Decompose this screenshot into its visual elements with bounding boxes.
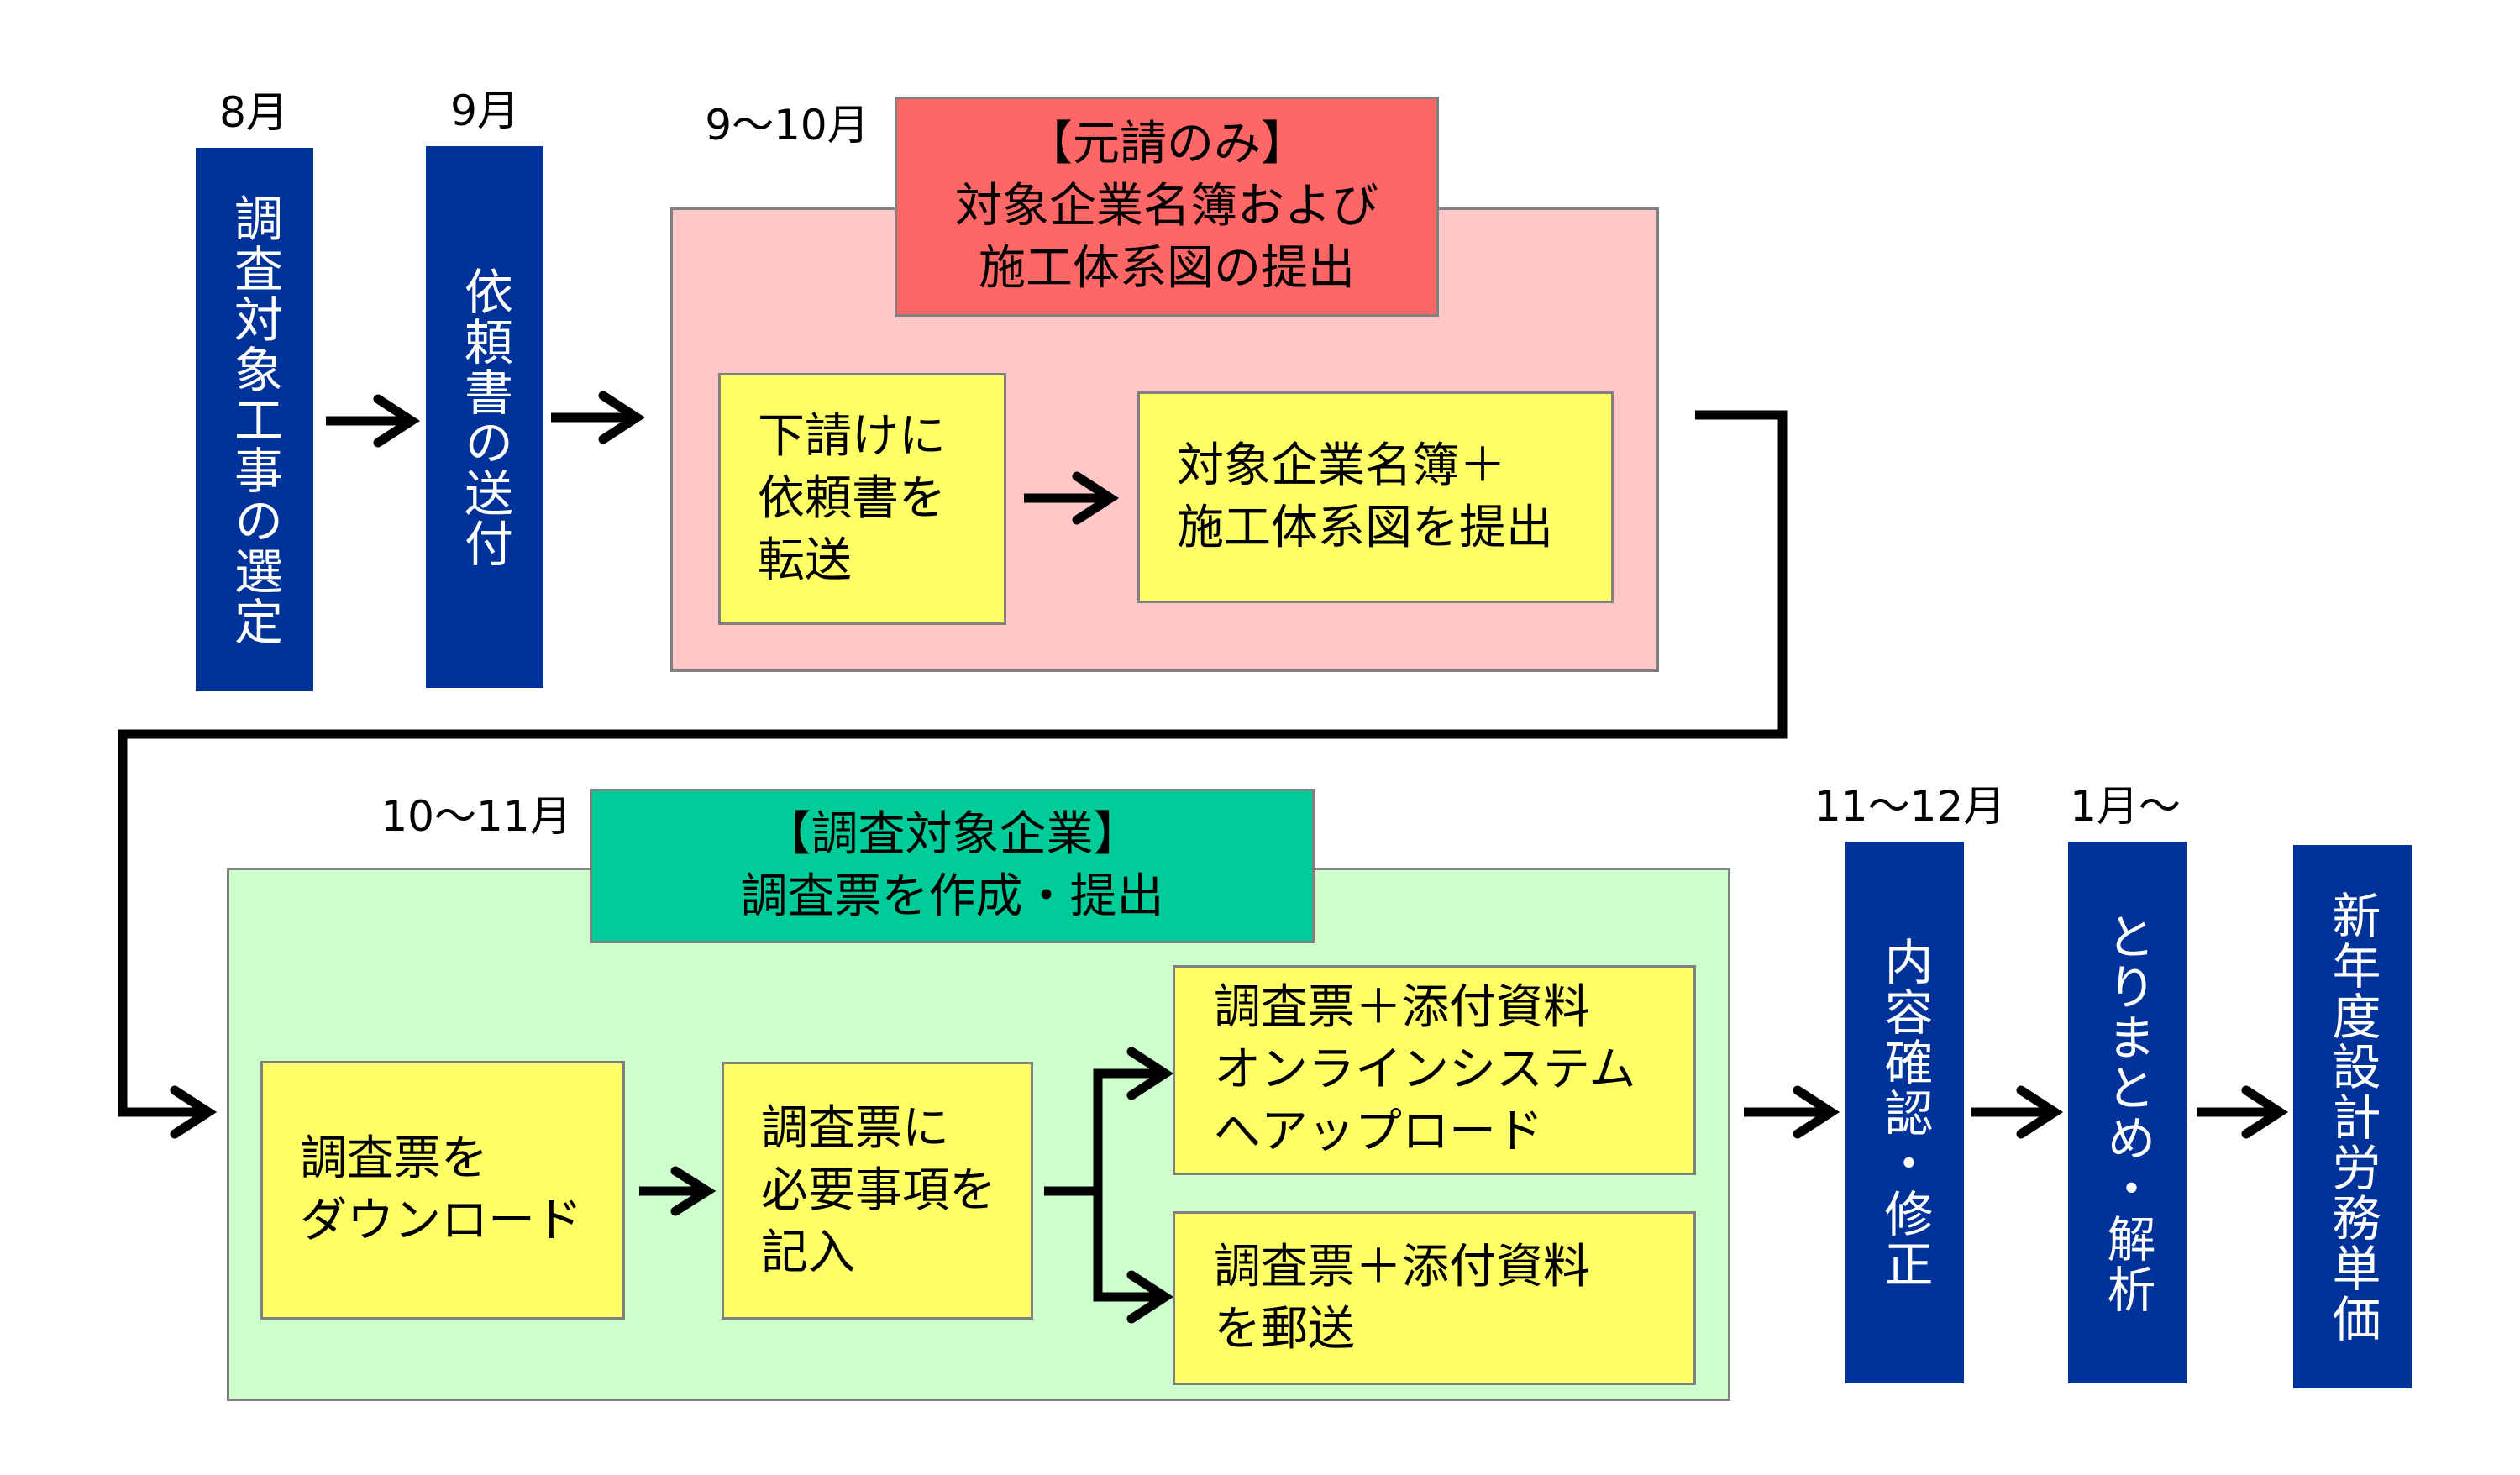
arrow-step2-to-phase1: [551, 391, 646, 444]
step-label: 依頼書の送付: [456, 265, 513, 569]
step-box-send-request: 依頼書の送付: [426, 146, 543, 688]
arrow-phase2-to-step3: [1744, 1085, 1840, 1139]
arrow-step3-to-step4: [1971, 1085, 2064, 1139]
step-box-analysis: とりまとめ・解析: [2068, 842, 2187, 1383]
month-label-step3: 11〜12月: [1814, 782, 2006, 831]
month-label-step2: 9月: [450, 87, 519, 135]
step-label: 内容確認・修正: [1876, 936, 1934, 1289]
month-label-phase1: 9〜10月: [705, 101, 869, 150]
month-label-step1: 8月: [219, 88, 288, 137]
month-label-phase2: 10〜11月: [381, 792, 572, 841]
arrow-step1-to-step2: [326, 394, 421, 448]
task-text: 下請けに 依頼書を 転送: [758, 409, 946, 588]
task-text: 調査票＋添付資料 オンラインシステム へアップロード: [1214, 980, 1636, 1159]
task-box-mail: 調査票＋添付資料 を郵送: [1173, 1211, 1696, 1385]
arrow-step4-to-step5: [2197, 1085, 2289, 1139]
task-text: 対象企業名簿＋ 施工体系図を提出: [1177, 438, 1553, 555]
step-label: 調査対象工事の選定: [226, 192, 283, 647]
task-box-forward-request: 下請けに 依頼書を 転送: [718, 373, 1006, 625]
task-text: 調査票＋添付資料 を郵送: [1214, 1239, 1590, 1357]
task-box-upload: 調査票＋添付資料 オンラインシステム へアップロード: [1173, 965, 1696, 1175]
step-box-review: 内容確認・修正: [1845, 842, 1964, 1383]
step-label: 新年度設計労務単価: [2323, 890, 2381, 1344]
step-label: とりまとめ・解析: [2098, 911, 2156, 1315]
step-box-select-projects: 調査対象工事の選定: [196, 148, 313, 691]
task-box-download: 調査票を ダウンロード: [260, 1061, 625, 1320]
month-label-step4: 1月〜: [2070, 782, 2181, 831]
task-box-submit-list: 対象企業名簿＋ 施工体系図を提出: [1137, 391, 1614, 603]
task-box-fill-in: 調査票に 必要事項を 記入: [722, 1062, 1033, 1320]
survey-company-header: 【調査対象企業】 調査票を作成・提出: [590, 789, 1315, 943]
task-text: 調査票を ダウンロード: [300, 1131, 582, 1248]
step-box-new-unit-price: 新年度設計労務単価: [2293, 845, 2412, 1388]
task-text: 調査票に 必要事項を 記入: [761, 1100, 996, 1280]
header-text: 【調査対象企業】 調査票を作成・提出: [740, 807, 1164, 924]
prime-contractor-header: 【元請のみ】 対象企業名簿および 施工体系図の提出: [895, 97, 1439, 317]
header-text: 【元請のみ】 対象企業名簿および 施工体系図の提出: [955, 117, 1378, 296]
